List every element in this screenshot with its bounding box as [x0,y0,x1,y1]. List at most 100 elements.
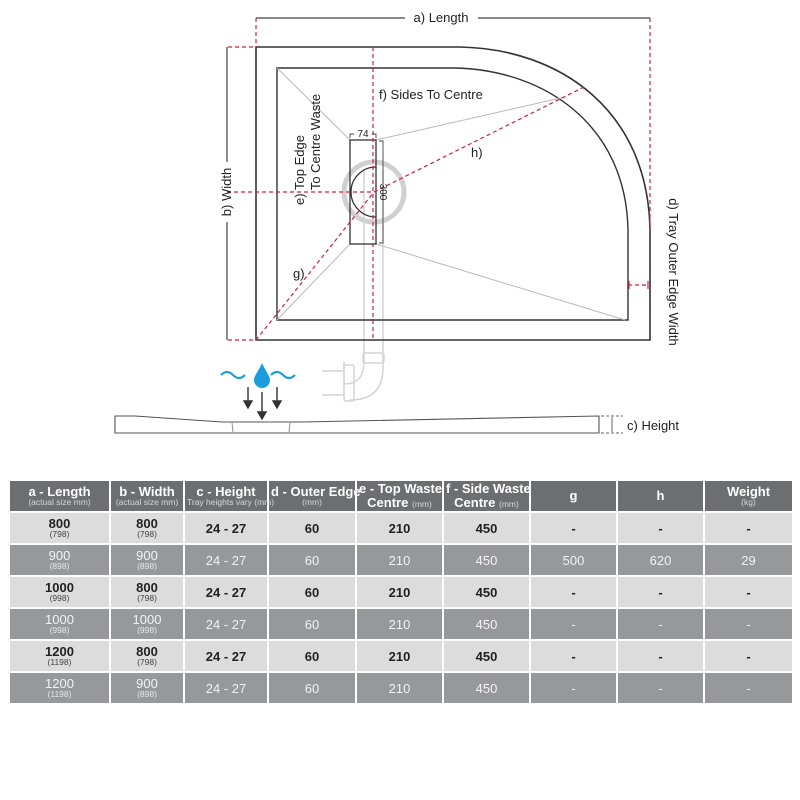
cell-length: 1000(998) [10,576,111,609]
header-h: h [617,481,705,513]
cell-h: 620 [617,544,705,577]
header-label: e - Top Waste [359,481,443,497]
cell-g: - [530,672,618,705]
cell-length: 900(898) [10,544,111,577]
cell-top-waste: 210 [356,576,444,609]
cell-weight: - [704,608,792,641]
header-sublabel: (actual size mm) [28,497,91,508]
header-unit: (mm) [411,499,432,509]
cell-side-waste: 450 [443,640,531,673]
table-header-row: a - Length(actual size mm) b - Width(act… [10,481,792,513]
cell-h: - [617,576,705,609]
cell-side-waste: 450 [443,608,531,641]
cell-outer-edge: 60 [268,608,357,641]
cell-outer-edge: 60 [268,640,357,673]
cell-height: 24 - 27 [184,576,269,609]
cell-h: - [617,608,705,641]
table-row: 1000(998) 800(798) 24 - 27 60 210 450 - … [10,576,792,609]
waste-ring [341,159,407,225]
cell-height: 24 - 27 [184,544,269,577]
cell-g: - [530,512,618,545]
cell-weight: - [704,576,792,609]
cell-h: - [617,512,705,545]
cell-length: 800(798) [10,512,111,545]
cell-top-waste: 210 [356,544,444,577]
table-row: 900(898) 900(898) 24 - 27 60 210 450 500… [10,544,792,577]
height-dimension [601,415,623,434]
tray-side-profile [114,415,600,434]
cell-height: 24 - 27 [184,512,269,545]
waste-length-label: 300 [377,184,388,201]
cell-outer-edge: 60 [268,512,357,545]
length-label: a) Length [414,10,469,25]
cell-weight: - [704,512,792,545]
cell-top-waste: 210 [356,640,444,673]
cell-top-waste: 210 [356,608,444,641]
g-label: g) [293,266,305,281]
tray-outer-outline [255,46,651,341]
header-label: d - Outer Edge [271,483,361,499]
cell-width: 800(798) [110,512,185,545]
cell-g: - [530,608,618,641]
cell-width: 800(798) [110,576,185,609]
table-row: 1000(998) 1000(998) 24 - 27 60 210 450 -… [10,608,792,641]
cell-side-waste: 450 [443,512,531,545]
waste-semicircle [350,166,377,218]
waste-width-label: 74 [357,129,369,140]
top-edge-label-line2: To Centre Waste [308,94,323,190]
header-g: g [530,481,618,513]
header-sublabel: (kg) [741,497,756,508]
cell-top-waste: 210 [356,512,444,545]
cell-top-waste: 210 [356,672,444,705]
header-label: Weight [726,483,771,499]
header-label: f - Side Waste [446,481,531,497]
cell-weight: - [704,672,792,705]
table-row: 1200(1198) 800(798) 24 - 27 60 210 450 -… [10,640,792,673]
header-sublabel: (actual size mm) [115,497,179,508]
waste-pipe [322,170,385,402]
cell-width: 900(898) [110,672,185,705]
cell-g: 500 [530,544,618,577]
header-label: h [656,488,665,504]
header-unit: (mm) [498,499,519,509]
outer-edge-label: d) Tray Outer Edge Width [666,198,681,345]
cell-height: 24 - 27 [184,672,269,705]
header-sublabel: Tray heights vary (mm) [187,497,275,508]
header-outer-edge: d - Outer Edge(mm) [268,481,361,513]
waste-dim-marks [349,133,384,244]
dimension-dashed-lines [227,18,651,341]
cell-width: 1000(998) [110,608,185,641]
cell-side-waste: 450 [443,576,531,609]
cell-width: 900(898) [110,544,185,577]
cell-height: 24 - 27 [184,640,269,673]
cell-length: 1000(998) [10,608,111,641]
cell-g: - [530,640,618,673]
sides-to-centre-label: f) Sides To Centre [379,87,483,102]
cell-length: 1200(1198) [10,640,111,673]
drain-arrows-icon [242,387,283,421]
cell-weight: - [704,640,792,673]
header-label: b - Width [119,483,175,499]
header-label: g [569,488,578,504]
table-body: 800(798) 800(798) 24 - 27 60 210 450 - -… [10,512,792,705]
cell-width: 800(798) [110,640,185,673]
header-label-line2: Centre [367,495,409,510]
header-sublabel: (mm) [302,497,322,508]
h-label: h) [471,145,483,160]
cell-outer-edge: 60 [268,576,357,609]
cell-height: 24 - 27 [184,608,269,641]
slope-guides [276,67,626,321]
height-label: c) Height [627,418,679,433]
outer-edge-marker [628,281,649,289]
cell-g: - [530,576,618,609]
header-label: a - Length [28,483,91,499]
header-width: b - Width(actual size mm) [110,481,185,513]
header-label-line2: Centre [454,495,496,510]
cell-side-waste: 450 [443,672,531,705]
cell-length: 1200(1198) [10,672,111,705]
specification-table: a - Length(actual size mm) b - Width(act… [10,481,792,705]
header-weight: Weight(kg) [704,481,792,513]
